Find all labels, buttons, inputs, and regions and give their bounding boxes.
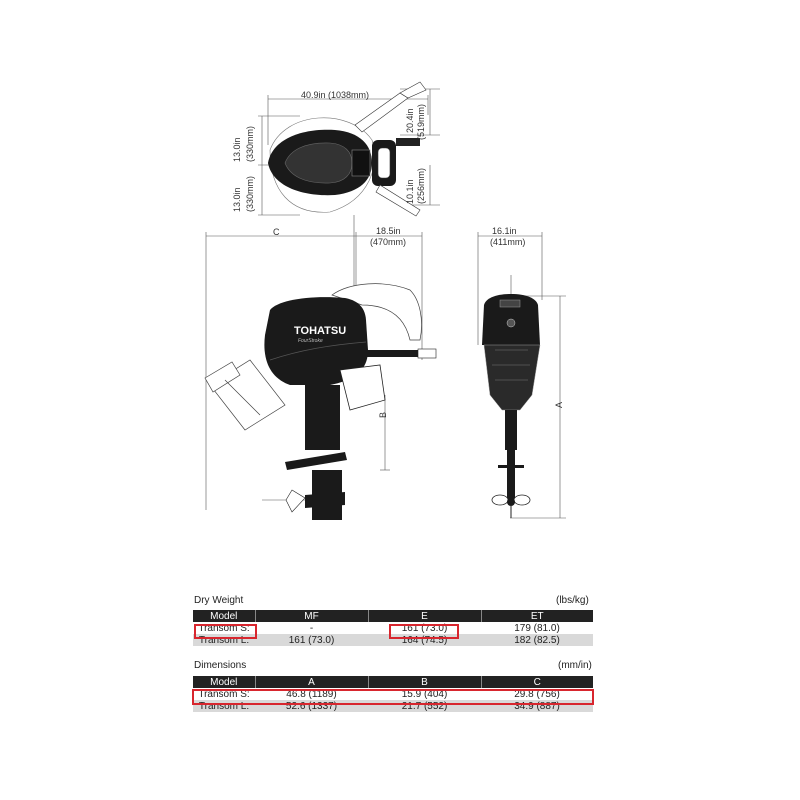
- cell: 15.9 (404): [401, 688, 448, 700]
- tiller-reach-mm-label: (470mm): [370, 237, 407, 247]
- cell: 161 (73.0): [255, 634, 368, 646]
- cell: 179 (81.0): [514, 622, 560, 634]
- header-b: B: [367, 676, 481, 688]
- highlight-transom-s-dimensions-row: [192, 689, 594, 705]
- dimensions-title: Dimensions: [194, 660, 247, 671]
- dimensions-unit: (mm/in): [558, 660, 592, 671]
- rear-width-label: 16.1in: [492, 226, 517, 236]
- dim-a-label: A: [554, 401, 564, 408]
- rear-view-dimensions: [477, 232, 566, 519]
- table-header-row: Model A B C: [193, 676, 593, 688]
- tilted-motor-outline: [204, 359, 286, 431]
- dry-weight-unit: (lbs/kg): [556, 595, 589, 606]
- cell: 29.8 (756): [514, 688, 560, 700]
- header-model: Model: [193, 676, 255, 688]
- header-e: E: [367, 610, 481, 622]
- highlight-transom-s-model: [194, 624, 257, 639]
- brand-logo: TOHATSU: [294, 325, 346, 337]
- header-et: ET: [480, 610, 593, 622]
- table-header-row: Model MF E ET: [193, 610, 593, 622]
- dry-weight-title: Dry Weight: [194, 595, 244, 606]
- cell: 161 (73.0): [401, 622, 448, 634]
- svg-text:FourStroke: FourStroke: [298, 338, 323, 344]
- header-a: A: [254, 676, 368, 688]
- header-mf: MF: [254, 610, 368, 622]
- half-width-upper-label: 13.0in: [232, 137, 242, 162]
- outboard-motor-drawings: TOHATSU FourStroke: [204, 81, 566, 520]
- dim-b-label: B: [378, 411, 388, 418]
- rear-width-mm-label: (411mm): [490, 237, 526, 247]
- tiller-down-mm-label: (256mm): [416, 167, 426, 204]
- tiller-up-mm-label: (519mm): [416, 103, 426, 140]
- cell: 182 (82.5): [481, 634, 593, 646]
- half-width-upper-mm-label: (330mm): [245, 125, 255, 162]
- overall-length-label: 40.9in (1038mm): [301, 90, 370, 100]
- row-model: Transom S:: [198, 622, 250, 634]
- tiller-reach-label: 18.5in: [376, 226, 401, 236]
- tiller-down-label: 10.1in: [405, 179, 415, 204]
- header-model: Model: [193, 610, 255, 622]
- table-row: Transom S: - 161 (73.0) 179 (81.0): [193, 622, 593, 634]
- tiller-raised-outline: [331, 283, 422, 341]
- cell: -: [309, 622, 314, 634]
- table-row: Transom S: 46.8 (1189) 15.9 (404) 29.8 (…: [193, 688, 593, 700]
- header-c: C: [480, 676, 593, 688]
- cowl-side-icon: [264, 297, 368, 385]
- row-model: Transom S:: [198, 688, 250, 700]
- half-width-lower-mm-label: (330mm): [245, 175, 255, 212]
- cell: 46.8 (1189): [286, 688, 337, 700]
- dim-c-label: C: [273, 227, 280, 237]
- highlight-e-transom-s: [389, 624, 459, 639]
- tiller-up-label: 20.4in: [405, 108, 415, 133]
- half-width-lower-label: 13.0in: [232, 187, 242, 212]
